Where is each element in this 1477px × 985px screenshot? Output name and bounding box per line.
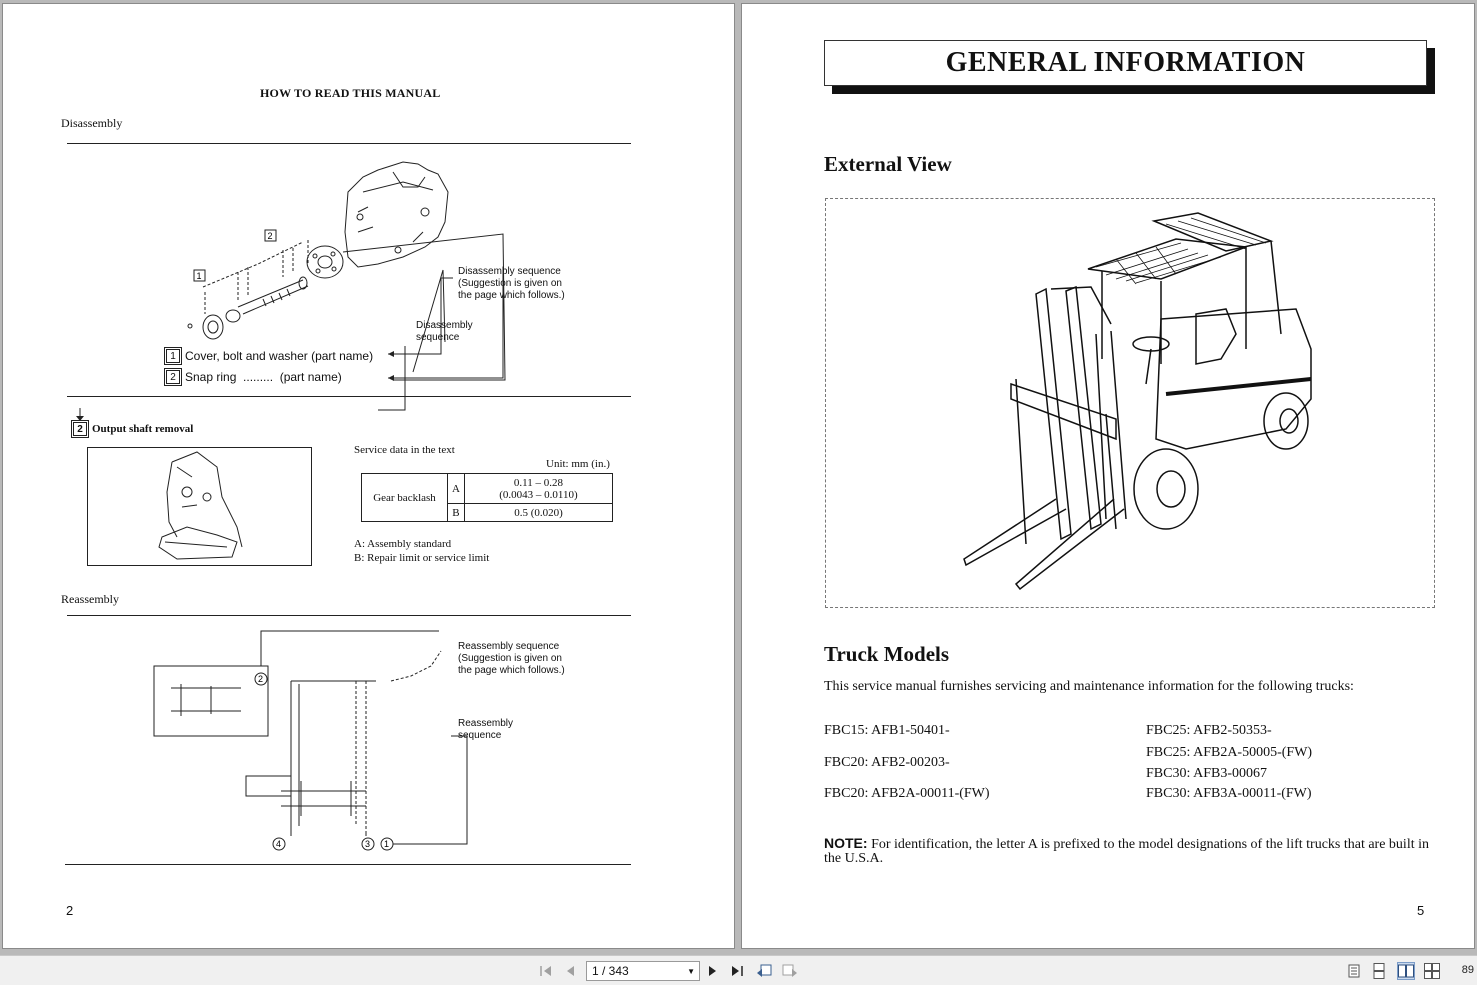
model-item: FBC15: AFB1-50401- xyxy=(824,723,950,738)
divider xyxy=(65,864,631,865)
section-banner: GENERAL INFORMATION xyxy=(824,40,1427,86)
disassembly-label: Disassembly xyxy=(61,116,123,130)
page-number: 5 xyxy=(1417,903,1425,918)
model-item: FBC20: AFB2A-00011-(FW) xyxy=(824,786,990,801)
table-cell-key: B xyxy=(447,503,465,522)
part-number-box: 2 xyxy=(71,420,89,438)
table-cell-value: 0.5 (0.020) xyxy=(463,503,614,522)
circle-label: 4 xyxy=(276,839,281,849)
table-cell-item: Gear backlash xyxy=(361,473,448,522)
legend-b: B: Repair limit or service limit xyxy=(354,552,490,564)
down-arrow-icon xyxy=(76,408,84,421)
divider xyxy=(67,396,631,397)
callout-line: Reassembly sequence xyxy=(458,641,560,652)
truck-models-heading: Truck Models xyxy=(824,642,950,666)
right-page: GENERAL INFORMATION External View xyxy=(741,3,1475,949)
disassembly-sequence-callout: Disassembly sequence (Suggestion is give… xyxy=(458,266,565,302)
callout-line: Disassembly sequence xyxy=(458,266,561,277)
external-view-heading: External View xyxy=(824,152,952,176)
page-number-select[interactable]: 1 / 343 ▼ xyxy=(586,961,700,981)
table-cell-value: 0.11 – 0.28 (0.0043 – 0.0110) xyxy=(463,473,614,504)
diagram-label-2: 2 xyxy=(268,231,273,241)
circle-label: 1 xyxy=(384,839,389,849)
reassembly-sequence-callout: Reassembly sequence (Suggestion is given… xyxy=(458,641,565,677)
reassembly-sequence-short-callout: Reassembly sequence xyxy=(458,718,513,742)
model-item: FBC20: AFB2-00203- xyxy=(824,755,950,770)
table-cell-key: A xyxy=(447,473,465,504)
single-page-view-icon[interactable] xyxy=(1345,962,1363,980)
disassembly-diagram: 2 1 xyxy=(187,161,506,381)
disassembly-sequence-short-callout: Disassembly sequence xyxy=(416,320,473,344)
manual-section-title: HOW TO READ THIS MANUAL xyxy=(260,86,441,100)
diagram-label-1: 1 xyxy=(197,271,202,281)
divider xyxy=(67,615,631,616)
part-number-box: 2 xyxy=(164,368,182,386)
part-row: 2 Snap ring ......... (part name) xyxy=(164,368,342,386)
page-indicator: 1 / 343 xyxy=(592,964,629,978)
left-page: HOW TO READ THIS MANUAL Disassembly xyxy=(2,3,735,949)
unit-label: Unit: mm (in.) xyxy=(546,458,610,470)
note-paragraph: NOTE: For identification, the letter A i… xyxy=(824,836,1436,866)
output-shaft-heading: 2 Output shaft removal xyxy=(71,420,194,438)
note-label: NOTE: xyxy=(824,835,868,851)
callout-line: sequence xyxy=(458,730,502,741)
model-item: FBC30: AFB3A-00011-(FW) xyxy=(1146,786,1312,801)
last-page-icon[interactable] xyxy=(728,961,748,981)
callout-line: (Suggestion is given on xyxy=(458,278,562,289)
model-item: FBC30: AFB3-00067 xyxy=(1146,766,1267,781)
forklift-illustration-frame xyxy=(825,198,1435,608)
zoom-level[interactable]: 89 xyxy=(1461,964,1474,976)
callout-line: (Suggestion is given on xyxy=(458,653,562,664)
callout-line: Reassembly xyxy=(458,718,514,729)
divider xyxy=(67,143,631,144)
circle-label: 3 xyxy=(365,839,370,849)
reassembly-label: Reassembly xyxy=(61,592,119,606)
value-line: (0.0043 – 0.0110) xyxy=(499,488,578,501)
intro-text: This service manual furnishes servicing … xyxy=(824,679,1354,694)
first-page-icon[interactable] xyxy=(536,961,556,981)
model-item: FBC25: AFB2-50353- xyxy=(1146,723,1272,738)
part-name: Snap ring ......... (part name) xyxy=(185,370,342,384)
previous-view-icon[interactable] xyxy=(754,961,774,981)
continuous-view-icon[interactable] xyxy=(1370,962,1388,980)
value-line: 0.11 – 0.28 xyxy=(513,476,564,489)
prev-page-icon[interactable] xyxy=(560,961,580,981)
output-shaft-title: Output shaft removal xyxy=(92,423,194,435)
note-text: For identification, the letter A is pref… xyxy=(824,837,1429,866)
part-number-box: 1 xyxy=(164,347,182,365)
callout-line: the page which follows.) xyxy=(458,290,565,301)
callout-line: Disassembly xyxy=(416,320,473,331)
viewer-toolbar: 1 / 343 ▼ 89 xyxy=(0,955,1477,985)
model-item: FBC25: AFB2A-50005-(FW) xyxy=(1146,745,1313,760)
callout-line: the page which follows.) xyxy=(458,665,565,676)
next-page-icon[interactable] xyxy=(703,961,723,981)
service-data-table: Gear backlash A 0.11 – 0.28 (0.0043 – 0.… xyxy=(361,473,614,522)
reassembly-diagram: 2 4 3 1 xyxy=(153,630,468,851)
circle-label: 2 xyxy=(258,674,263,684)
callout-line: sequence xyxy=(416,332,460,343)
facing-view-icon[interactable] xyxy=(1397,962,1415,980)
output-shaft-illustration xyxy=(87,447,312,566)
next-view-icon[interactable] xyxy=(780,961,800,981)
continuous-facing-view-icon[interactable] xyxy=(1423,962,1441,980)
legend-a: A: Assembly standard xyxy=(354,538,452,550)
chevron-down-icon: ▼ xyxy=(687,967,695,976)
part-row: 1 Cover, bolt and washer (part name) xyxy=(164,347,374,365)
part-name: Cover, bolt and washer (part name) xyxy=(185,349,374,363)
forklift-illustration xyxy=(963,212,1312,591)
service-data-label: Service data in the text xyxy=(354,444,455,456)
sequence-arrows xyxy=(378,272,504,411)
page-number: 2 xyxy=(66,903,74,918)
